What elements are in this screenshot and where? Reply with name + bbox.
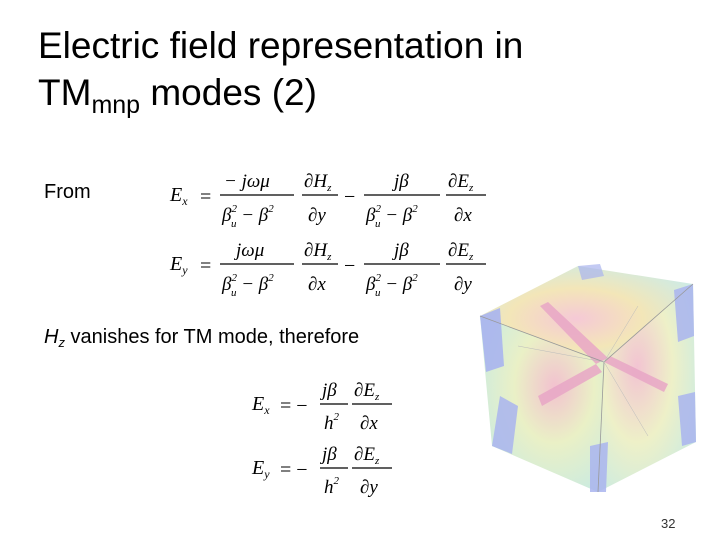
- svg-text:jωμ: jωμ: [233, 240, 264, 261]
- svg-text:Ex: Ex: [251, 393, 270, 417]
- svg-text:∂y: ∂y: [308, 205, 326, 226]
- svg-text:β2u − β2: β2u − β2: [365, 272, 418, 298]
- svg-text:∂Ez: ∂Ez: [448, 171, 474, 194]
- svg-text:jβ: jβ: [391, 240, 409, 261]
- ex-equals: =: [200, 186, 211, 208]
- svg-text:β2u − β2: β2u − β2: [221, 203, 274, 229]
- svg-text:∂Hz: ∂Hz: [304, 171, 332, 194]
- svg-text:=: =: [200, 255, 211, 277]
- svg-text:∂Ez: ∂Ez: [448, 240, 474, 263]
- equation-ey-short: Ey = − jβ h2 ∂Ez ∂y: [251, 444, 392, 498]
- cavity-field-cube-image: [479, 264, 696, 493]
- svg-text:h2: h2: [324, 411, 340, 434]
- svg-text:Ey: Ey: [251, 457, 270, 481]
- svg-text:−: −: [344, 255, 355, 277]
- svg-text:= −: = −: [280, 395, 308, 417]
- svg-text:∂y: ∂y: [360, 477, 378, 498]
- slide-number: 32: [661, 516, 676, 531]
- svg-text:jβ: jβ: [319, 444, 337, 465]
- svg-text:h2: h2: [324, 475, 340, 498]
- ey-lhs: E: [169, 253, 182, 275]
- slide-title: Electric field representation in TMmnp m…: [38, 25, 524, 119]
- svg-text:Ey: Ey: [169, 253, 188, 277]
- svg-text:β2u − β2: β2u − β2: [221, 272, 274, 298]
- svg-text:β2u − β2: β2u − β2: [365, 203, 418, 229]
- svg-text:∂Ez: ∂Ez: [354, 444, 380, 467]
- from-label: From: [44, 181, 91, 203]
- svg-text:∂x: ∂x: [454, 205, 472, 226]
- ex-num1: − jωμ: [224, 171, 270, 192]
- svg-text:jβ: jβ: [319, 380, 337, 401]
- ex-lhs: E: [169, 184, 182, 206]
- svg-text:∂y: ∂y: [454, 274, 472, 295]
- svg-text:jβ: jβ: [391, 171, 409, 192]
- equation-ex-short: Ex = − jβ h2 ∂Ez ∂x: [251, 380, 392, 434]
- svg-text:∂Ez: ∂Ez: [354, 380, 380, 403]
- svg-text:∂x: ∂x: [360, 413, 378, 434]
- svg-text:∂x: ∂x: [308, 274, 326, 295]
- ex-minus: −: [344, 186, 355, 208]
- svg-text:Ex: Ex: [169, 184, 188, 208]
- svg-text:∂Hz: ∂Hz: [304, 240, 332, 263]
- hz-statement: Hz vanishes for TM mode, therefore: [44, 326, 360, 350]
- svg-text:= −: = −: [280, 459, 308, 481]
